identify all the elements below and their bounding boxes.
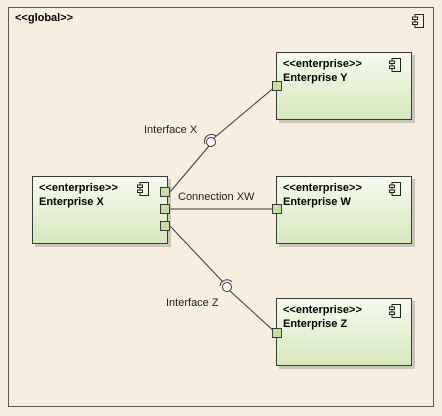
interface-z-line-lower (229, 290, 277, 334)
interface-z-line (169, 225, 224, 283)
interface-x-line-upper (213, 85, 277, 139)
interface-z-lollipop (222, 282, 232, 292)
stereotype-label: <<enterprise>> (39, 182, 118, 194)
interface-x-label: Interface X (144, 124, 198, 136)
component-icon (389, 58, 401, 72)
interface-x-line (169, 145, 210, 193)
component-enterprise-y[interactable]: <<enterprise>> Enterprise Y (276, 52, 412, 120)
stereotype-label: <<enterprise>> (283, 58, 362, 70)
interface-z-socket (219, 279, 233, 287)
component-enterprise-w[interactable]: <<enterprise>> Enterprise W (276, 176, 412, 244)
component-name: Enterprise W (283, 196, 351, 208)
port-x-interface-z[interactable] (160, 221, 170, 231)
port-z[interactable] (272, 328, 282, 338)
component-icon (412, 14, 424, 28)
port-w[interactable] (272, 204, 282, 214)
connection-xw-label: Connection XW (178, 191, 255, 203)
component-name: Enterprise X (39, 196, 104, 208)
interface-x-socket (204, 133, 217, 145)
component-icon (137, 182, 149, 196)
frame-title: <<global>> (15, 12, 74, 24)
component-icon (389, 182, 401, 196)
stereotype-label: <<enterprise>> (283, 304, 362, 316)
port-x-interface-x[interactable] (160, 187, 170, 197)
interface-x-lollipop (206, 137, 216, 147)
interface-z-label: Interface Z (166, 297, 219, 309)
port-x-connection-xw[interactable] (160, 204, 170, 214)
stereotype-label: <<enterprise>> (283, 182, 362, 194)
port-y[interactable] (272, 81, 282, 91)
component-enterprise-x[interactable]: <<enterprise>> Enterprise X (32, 176, 168, 244)
component-name: Enterprise Y (283, 72, 348, 84)
component-enterprise-z[interactable]: <<enterprise>> Enterprise Z (276, 298, 412, 366)
component-icon (389, 304, 401, 318)
component-name: Enterprise Z (283, 318, 348, 330)
